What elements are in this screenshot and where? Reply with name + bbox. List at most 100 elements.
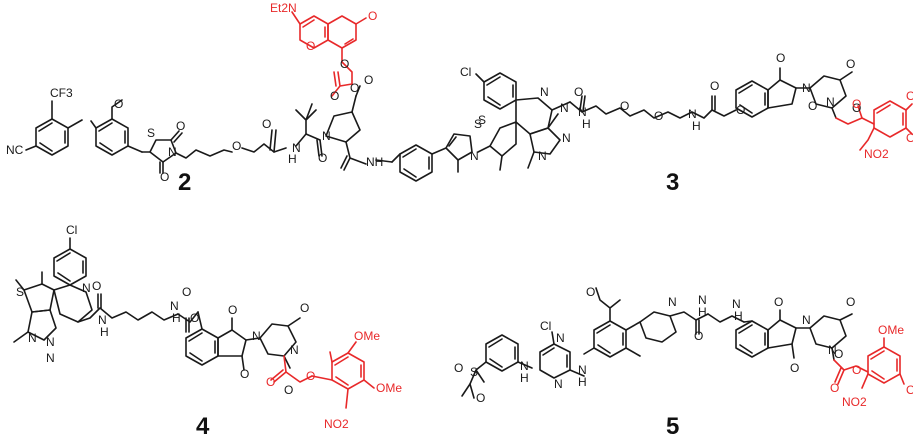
- atom-label-c3-15: O: [776, 51, 785, 65]
- atom-label-c2-6: O: [160, 170, 169, 184]
- atom-label-c5-2: N: [554, 377, 563, 391]
- atom-label-c5-19: O: [790, 361, 799, 375]
- atom-label-c3-5: N: [538, 149, 547, 163]
- atom-label-c2-8: O: [262, 117, 271, 131]
- compound-number-3: 3: [666, 169, 679, 196]
- atom-label-c4-4: N: [46, 335, 55, 349]
- compound-number-5: 5: [666, 413, 679, 440]
- compound-5-caged-group: [833, 337, 905, 389]
- atom-label-c4-14: N: [252, 329, 261, 343]
- atom-label-c3-6: O: [574, 85, 583, 99]
- atom-label-c4-5: N: [46, 351, 55, 365]
- atom-label-c2-7: O: [232, 139, 241, 153]
- atom-label-c5-15: N: [732, 297, 741, 311]
- compound-4-structure: [13, 237, 301, 371]
- compound-2-caged-group: [291, 11, 367, 97]
- atom-label-c2-10: H: [288, 152, 297, 166]
- atom-label-c3-12: H: [692, 119, 701, 133]
- atom-label-c3-red-1: O: [906, 89, 913, 103]
- atom-label-c4-6: O: [92, 279, 101, 293]
- atom-label-c5-9: O: [476, 391, 485, 405]
- atom-label-c2-16: O: [340, 57, 349, 71]
- atom-label-c3-1: N: [540, 85, 549, 99]
- atom-label-c2-18: S: [474, 117, 482, 131]
- atom-label-c5-red-2: OMe: [878, 323, 904, 337]
- atom-label-c3-red-0: O: [852, 97, 861, 111]
- atom-label-c2-red-2: O: [306, 39, 315, 53]
- atom-label-c2-9: N: [292, 141, 301, 155]
- atom-label-c5-7: S: [470, 365, 478, 379]
- atom-label-c3-11: N: [688, 107, 697, 121]
- atom-label-c5-13: N: [698, 293, 707, 307]
- compound-4-caged-group: [270, 341, 375, 409]
- atom-label-c2-4: O: [176, 119, 185, 133]
- atom-label-c4-red-3: OMe: [376, 381, 402, 395]
- atom-label-c4-16: O: [240, 367, 249, 381]
- atom-label-c5-21: N: [828, 343, 837, 357]
- atom-label-c3-4: N: [562, 131, 571, 145]
- atom-label-c4-1: S: [16, 285, 24, 299]
- atom-label-c5-1: N: [556, 331, 565, 345]
- atom-label-c4-10: H: [172, 311, 181, 325]
- compound-3-caged-group: [835, 100, 913, 151]
- atom-label-c3-red-3: NO2: [864, 147, 889, 161]
- atom-label-c3-14: O: [736, 103, 745, 117]
- atom-label-c4-red-0: O: [266, 375, 275, 389]
- atom-label-c5-red-1: O: [852, 363, 861, 377]
- atom-label-c3-16: N: [802, 81, 811, 95]
- atom-label-c5-8: O: [454, 361, 463, 375]
- atom-label-c5-22: O: [834, 347, 843, 361]
- atom-label-c5-red-0: O: [830, 381, 839, 395]
- atom-label-c4-2: N: [82, 281, 91, 295]
- atom-label-c5-14: H: [698, 305, 707, 319]
- atom-label-c5-4: H: [520, 371, 529, 385]
- atom-label-c3-13: O: [710, 79, 719, 93]
- atom-label-c3-0: Cl: [460, 65, 471, 79]
- atom-label-c5-17: O: [774, 295, 783, 309]
- atom-label-c5-5: N: [578, 363, 587, 377]
- atom-label-c2-3: S: [147, 126, 155, 140]
- atom-label-c2-5: N: [168, 145, 177, 159]
- atom-label-c5-3: N: [520, 359, 529, 373]
- atom-label-c4-red-1: O: [306, 369, 315, 383]
- atom-label-c4-18: O: [284, 383, 293, 397]
- atom-label-c2-12: N: [322, 129, 331, 143]
- atom-label-c4-7: N: [98, 313, 107, 327]
- atom-label-c4-9: N: [170, 299, 179, 313]
- atom-label-c5-0: Cl: [540, 319, 551, 333]
- compound-number-4: 4: [196, 413, 210, 440]
- atom-label-c3-17: O: [846, 57, 855, 71]
- atom-label-c4-3: N: [28, 331, 37, 345]
- atom-label-c2-red-0: Et2N: [270, 1, 297, 15]
- compound-2-structure: [25, 85, 473, 182]
- atom-label-c4-red-2: OMe: [354, 329, 380, 343]
- atom-label-c5-18: N: [802, 313, 811, 327]
- atom-label-c3-20: O: [852, 101, 861, 115]
- atom-label-c5-16: H: [734, 309, 743, 323]
- atom-label-c3-3: N: [560, 101, 569, 115]
- atom-label-c5-6: H: [578, 375, 587, 389]
- atom-label-c2-13: O: [350, 81, 359, 95]
- atom-label-c4-11: O: [182, 285, 191, 299]
- atom-label-c3-8: H: [582, 117, 591, 131]
- atom-label-c5-11: N: [668, 295, 677, 309]
- atom-label-c3-18: N: [826, 95, 835, 109]
- atom-label-c2-14: O: [364, 73, 373, 87]
- atom-label-c3-red-2: O: [906, 131, 913, 145]
- atom-label-c5-red-3: OMe: [906, 383, 913, 397]
- compound-5-structure: [461, 287, 853, 399]
- atom-label-c5-10: O: [586, 285, 595, 299]
- atom-label-c3-9: O: [620, 99, 629, 113]
- atom-label-c5-12: O: [694, 329, 703, 343]
- atom-label-c3-10: O: [654, 109, 663, 123]
- atom-label-c4-13: O: [228, 303, 237, 317]
- atom-label-c2-15: O: [330, 89, 339, 103]
- atom-label-c3-19: O: [808, 99, 817, 113]
- atom-label-c5-red-4: NO2: [842, 395, 867, 409]
- atom-label-c2-2: NC: [6, 143, 24, 157]
- atom-label-c4-8: H: [100, 325, 109, 339]
- atom-label-c2-red-1: O: [368, 9, 377, 23]
- atom-label-c2-17: NH: [366, 155, 383, 169]
